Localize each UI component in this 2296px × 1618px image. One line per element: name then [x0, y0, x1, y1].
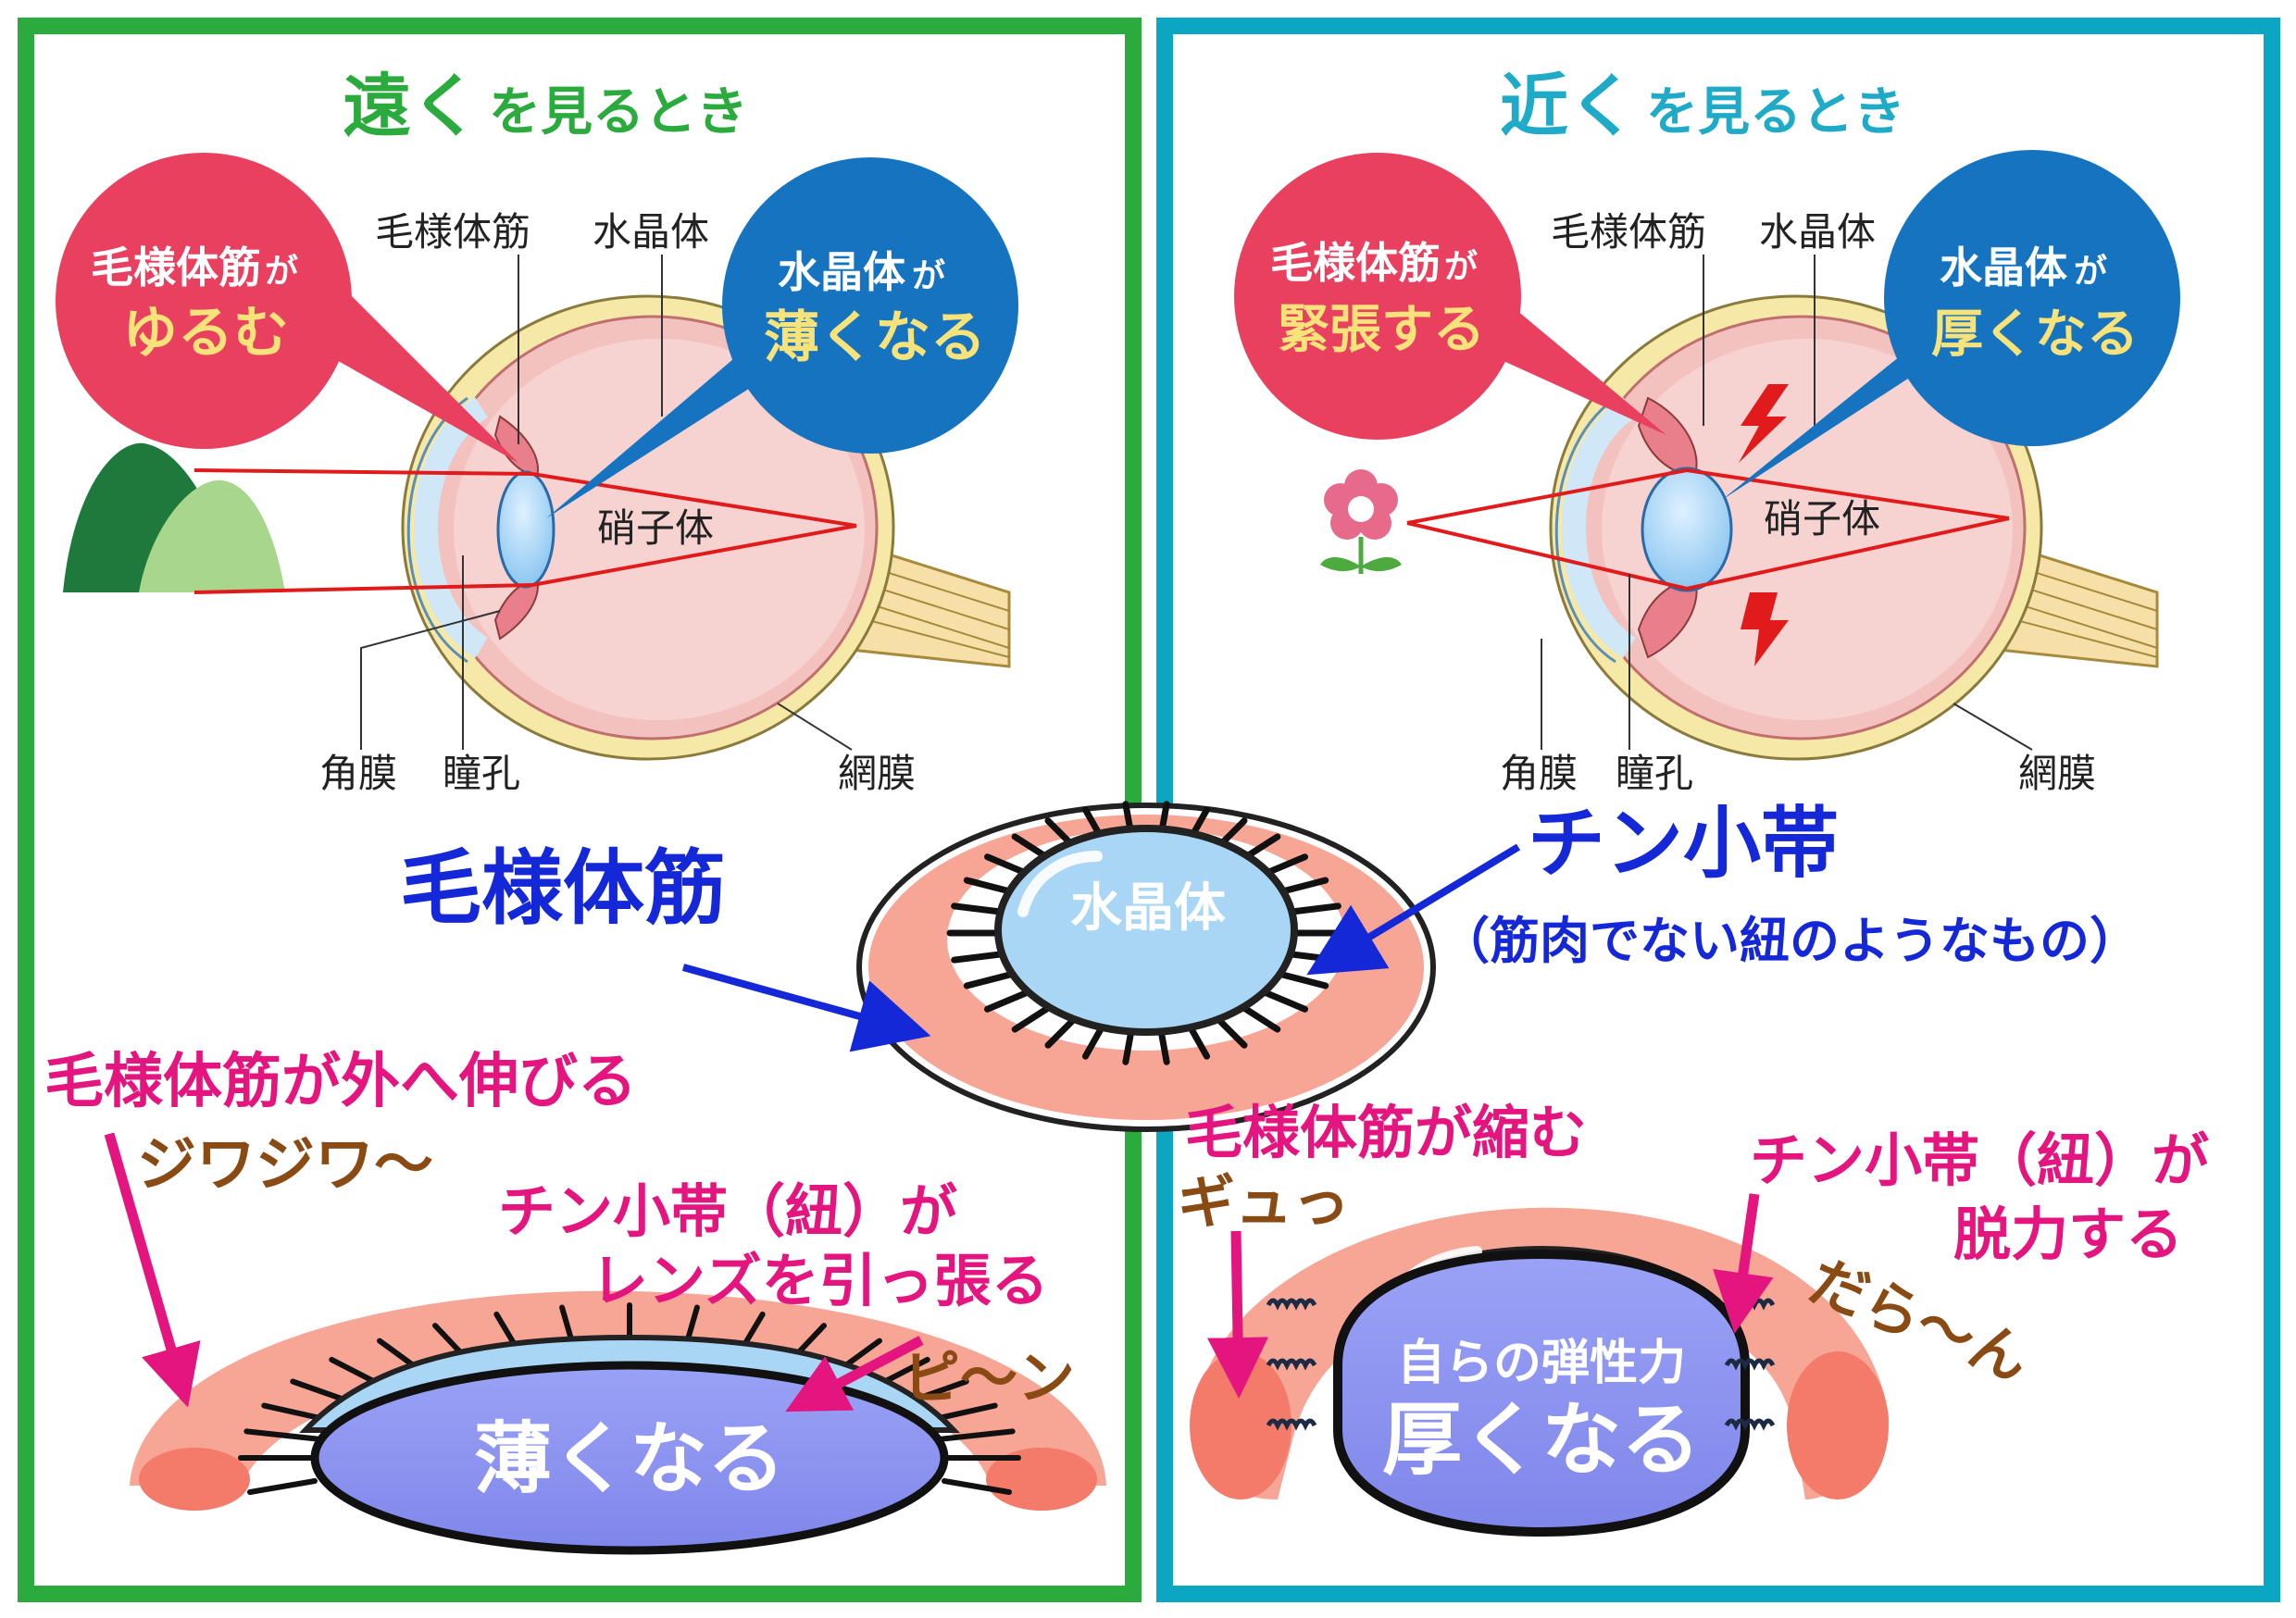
light-ray-top — [193, 468, 533, 476]
svg-text:が: が — [265, 253, 298, 291]
arrow-ciliary-contract — [1207, 1230, 1269, 1399]
svg-text:が: が — [2074, 253, 2107, 291]
tension-bolt-bottom-icon — [1741, 592, 1789, 666]
zonule-fiber — [1044, 1017, 1076, 1049]
slack-fiber — [1266, 1358, 1317, 1371]
bottom-right-lens-text1: 自らの弾性力 — [1397, 1336, 1686, 1391]
left-label-lens: 水晶体 — [593, 209, 709, 255]
bottom-left-sound1: ジワジワ〜 — [137, 1131, 433, 1200]
bottom-right-zonule-line2: 脱力する — [1953, 1201, 2183, 1268]
zonule-fiber — [942, 1478, 1012, 1495]
bottom-right-zonule-line1: チン小帯（紐）が — [1750, 1126, 2209, 1194]
arrow-to-zonule — [1306, 843, 1521, 976]
slack-fiber — [1724, 1418, 1776, 1431]
bottom-right-contract-text: 毛様体筋が縮む — [1185, 1099, 1587, 1166]
bottom-right-lens-text2: 厚くなる — [1382, 1394, 1701, 1487]
left-title-big: 遠く — [343, 67, 480, 146]
flower-icon — [1320, 469, 1402, 574]
zonule-fiber — [951, 951, 1004, 964]
right-bubble-blue: 水晶体 が 厚くなる — [1884, 150, 2180, 446]
arrow-ciliary-stretch — [104, 1132, 201, 1408]
center-zonule-label: チン小帯 — [1528, 798, 1839, 889]
center-lens-label: 水晶体 — [1070, 878, 1226, 939]
right-title: 近く を見るとき — [1500, 67, 1905, 146]
slack-fiber — [1266, 1418, 1317, 1431]
zonule-fiber — [1242, 1005, 1281, 1033]
zonule-fiber — [247, 1478, 318, 1495]
right-bubble-red-line1: 毛様体筋 — [1270, 238, 1441, 288]
center-zonule-note: （筋肉でない紐のようなもの） — [1440, 912, 2140, 970]
right-bubble-red-line2: 緊張する — [1278, 300, 1485, 360]
left-title: 遠く を見るとき — [343, 67, 748, 146]
light-ray-bottom — [193, 583, 533, 594]
arrow-zonule-slack — [1713, 1193, 1774, 1334]
right-label-vitreous: 硝子体 — [1764, 496, 1880, 541]
left-label-pupil: 瞳孔 — [443, 751, 520, 796]
zonule-fiber — [983, 853, 1030, 877]
zonule-fiber — [1011, 1005, 1051, 1033]
right-bubble-blue-line2: 厚くなる — [1931, 305, 2139, 365]
zonule-fiber — [963, 971, 1015, 989]
bottom-left-stretch-text: 毛様体筋が外へ伸びる — [44, 1048, 637, 1116]
arrow-to-ciliary — [681, 964, 931, 1052]
zonule-fiber — [1262, 853, 1309, 877]
zonule-fiber — [1278, 971, 1329, 989]
left-bubble-red: 毛様体筋 が ゆるむ — [56, 153, 352, 449]
right-label-retina: 網膜 — [2018, 751, 2096, 796]
zonule-fiber — [983, 989, 1030, 1013]
center-lens-diagram: 水晶体 — [856, 801, 1436, 1132]
svg-text:が: が — [1444, 248, 1478, 286]
right-label-lens: 水晶体 — [1759, 209, 1876, 255]
bottom-left-lens-text: 薄くなる — [474, 1413, 785, 1504]
bottom-left-zonule-line1: チン小帯（紐）が — [498, 1177, 957, 1245]
left-bubble-red-line2: ゆるむ — [122, 301, 289, 366]
right-bubble-red: 毛様体筋 が 緊張する — [1234, 153, 1521, 440]
right-label-ciliary: 毛様体筋 — [1551, 209, 1706, 255]
bottom-left-thin-lens: 薄くなる — [130, 1290, 1106, 1555]
right-label-pupil: 瞳孔 — [1616, 751, 1693, 796]
left-label-cornea: 角膜 — [319, 751, 397, 796]
slack-fiber — [1266, 1298, 1317, 1311]
left-label-ciliary: 毛様体筋 — [375, 209, 530, 255]
zonule-fiber — [1188, 1027, 1211, 1060]
mountain-light-icon — [139, 479, 285, 592]
zonule-fiber — [951, 902, 1004, 915]
left-bubble-blue-line1: 水晶体 — [778, 247, 905, 297]
zonule-fiber — [1122, 1030, 1134, 1065]
bottom-right-thick-lens: 自らの弾性力 厚くなる — [1190, 1207, 1890, 1537]
slack-fiber — [1724, 1358, 1776, 1371]
zonule-fiber — [1278, 877, 1329, 895]
zonule-fiber — [1081, 1027, 1104, 1060]
right-label-cornea: 角膜 — [1500, 751, 1578, 796]
zonule-fiber — [927, 1428, 1016, 1443]
arrow-zonule-pull — [785, 1336, 924, 1413]
zonule-fiber — [243, 1428, 332, 1443]
bottom-left-zonule-line2: レンズを引っ張る — [591, 1247, 1049, 1314]
zonule-fiber — [1262, 989, 1309, 1013]
zonule-fibers — [946, 801, 1346, 1065]
right-bubble-blue-line1: 水晶体 — [1940, 243, 2067, 292]
zonule-fiber — [1217, 1017, 1248, 1049]
zonule-fiber — [1158, 1030, 1170, 1065]
left-label-vitreous: 硝子体 — [597, 505, 714, 551]
right-title-big: 近く — [1500, 67, 1637, 146]
left-bubble-red-line1: 毛様体筋 — [91, 243, 261, 292]
svg-text:が: が — [912, 257, 945, 295]
right-title-small: を見るとき — [1646, 82, 1905, 143]
tension-bolt-top-icon — [1739, 384, 1789, 463]
zonule-fiber — [963, 877, 1015, 895]
left-bubble-blue: 水晶体 が 薄くなる — [722, 157, 1018, 454]
left-bubble-blue-line2: 薄くなる — [764, 305, 986, 370]
center-ciliary-label: 毛様体筋 — [400, 840, 726, 936]
bottom-left-sound2: ピ〜ン — [903, 1344, 1075, 1412]
bottom-right-sound1: ギュっ — [1178, 1168, 1350, 1236]
left-title-small: を見るとき — [489, 82, 748, 143]
left-label-retina: 網膜 — [838, 751, 916, 796]
